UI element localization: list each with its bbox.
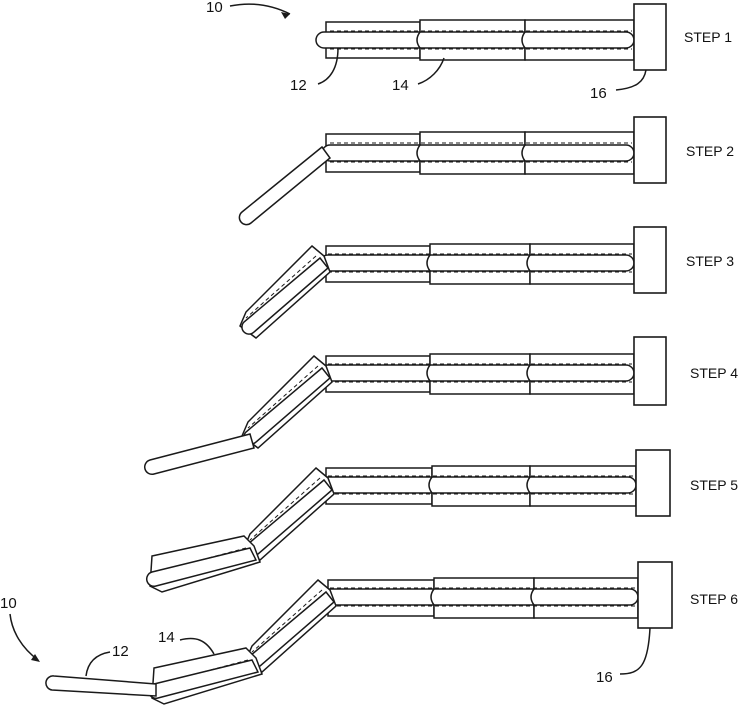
base-block — [634, 117, 666, 183]
step-6-group: STEP 6 10 12 14 16 — [0, 562, 738, 704]
step-label: STEP 3 — [686, 253, 734, 269]
step-1-group: STEP 1 10 12 14 16 — [206, 0, 732, 102]
callout-base: 16 — [596, 669, 613, 686]
leader-12 — [86, 652, 110, 676]
step-3-group: STEP 3 — [240, 227, 734, 338]
leader-14 — [418, 58, 444, 84]
callout-base: 16 — [590, 85, 607, 102]
tube-tip-bent — [239, 147, 330, 225]
leader-14 — [180, 639, 214, 654]
callout-segment: 14 — [392, 77, 409, 94]
arrow-10 — [10, 614, 38, 660]
step-label: STEP 2 — [686, 143, 734, 159]
leader-16 — [616, 70, 646, 90]
callout-tube: 12 — [290, 77, 307, 94]
arrow-10 — [230, 4, 290, 14]
leader-16 — [620, 628, 650, 674]
tube — [322, 145, 634, 161]
tube — [316, 32, 634, 48]
step-label: STEP 6 — [690, 591, 738, 607]
callout-tube: 12 — [112, 643, 129, 660]
callout-device: 10 — [0, 595, 17, 612]
callout-device: 10 — [206, 0, 223, 16]
step-label: STEP 1 — [684, 29, 732, 45]
callout-segment: 14 — [158, 629, 175, 646]
step-label: STEP 4 — [690, 365, 738, 381]
base-block — [634, 4, 666, 70]
step-label: STEP 5 — [690, 477, 738, 493]
step-2-group: STEP 2 — [239, 117, 734, 225]
